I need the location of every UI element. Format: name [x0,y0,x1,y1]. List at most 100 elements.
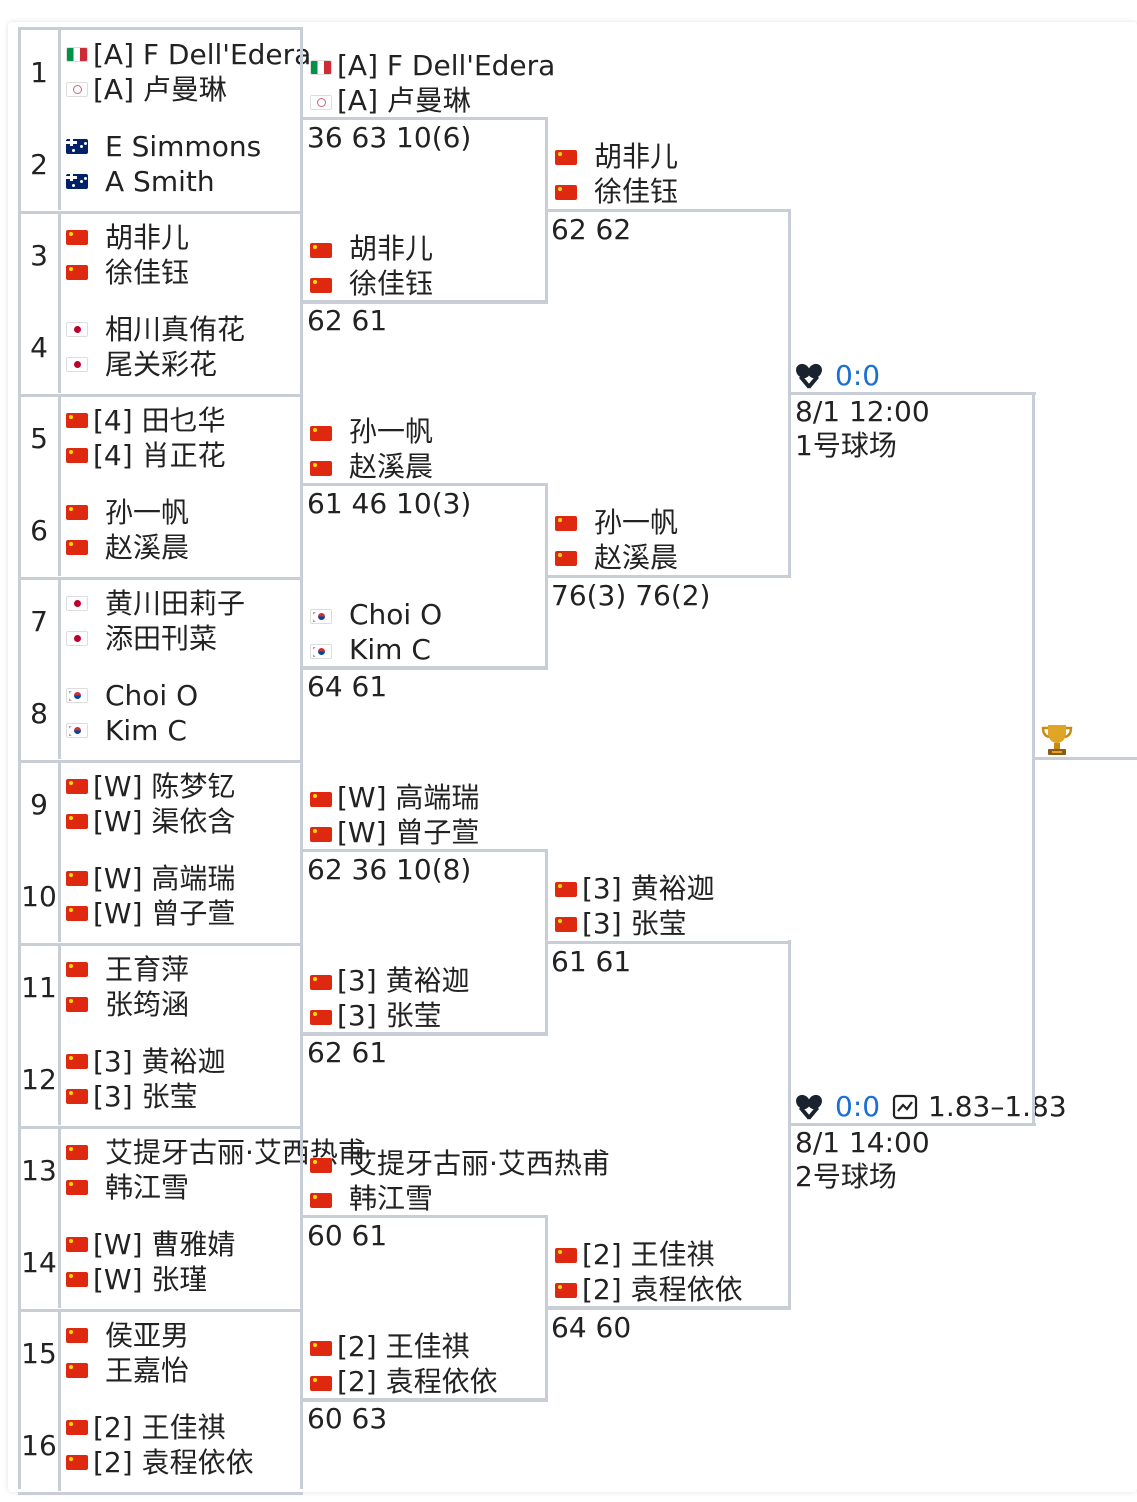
player-name[interactable]: 韩江雪 [105,1171,190,1204]
player-name[interactable]: Choi O [105,678,199,712]
player-name[interactable]: [3] 张莹 [337,999,442,1032]
player-name[interactable]: 徐佳钰 [105,256,190,289]
bracket-line [58,1311,61,1491]
player-name[interactable]: 侯亚男 [105,1319,190,1352]
player-name[interactable]: 胡非儿 [105,221,190,254]
bracket-line [18,942,303,946]
cn-flag-icon [310,827,332,842]
player-name[interactable]: 徐佳钰 [349,267,434,300]
bracket-line [58,213,61,393]
player-name[interactable]: 胡非儿 [594,140,679,173]
player-name[interactable]: [2] 袁程依依 [582,1273,743,1306]
au-flag-icon [66,138,88,154]
player-name[interactable]: 尾关彩花 [105,347,218,381]
player-name[interactable]: [A] 卢曼琳 [337,84,471,117]
player-name[interactable]: [2] 王佳祺 [93,1410,226,1444]
player-name[interactable]: [W] 曾子萱 [337,816,480,849]
player-name[interactable]: [A] F Dell'Edera [93,38,312,71]
player-name[interactable]: [W] 曾子萱 [93,896,236,930]
player-name[interactable]: 王嘉怡 [105,1354,190,1387]
seed-number: 9 [30,788,48,821]
player-name[interactable]: 赵溪晨 [349,450,434,483]
bracket-line [791,392,1036,395]
player-name[interactable]: [3] 黄裕迦 [93,1044,226,1078]
player-name[interactable]: Choi O [349,598,443,631]
bracket-line [18,1491,303,1495]
player-name[interactable]: 艾提牙古丽·艾西热甫 [349,1147,610,1180]
jp-flag-icon [66,321,88,337]
head-to-head-record[interactable]: 0:0 [835,359,881,392]
player-name[interactable]: [W] 高端瑞 [93,861,236,895]
cn-flag-icon [66,1053,88,1069]
player-name[interactable]: [W] 高端瑞 [337,781,480,814]
bracket-line [58,30,61,210]
player-name[interactable]: [A] F Dell'Edera [337,49,556,82]
player-name[interactable]: [4] 肖正花 [93,439,226,472]
bracket-line [300,27,303,1489]
player-name[interactable]: [3] 张莹 [93,1079,198,1113]
cn-flag-icon [66,962,88,977]
bracket-line [303,117,548,120]
head-to-head-record[interactable]: 0:0 [835,1090,881,1123]
bracket-line [58,579,61,759]
player-name[interactable]: [W] 渠依含 [93,805,236,838]
player-name[interactable]: 胡非儿 [349,232,434,265]
player-name[interactable]: [A] 卢曼琳 [93,73,227,106]
player-name[interactable]: [4] 田乜华 [93,404,226,437]
player-name[interactable]: 相川真侑花 [105,312,246,346]
cn-flag-icon [66,1180,88,1195]
seed-number: 10 [21,879,57,913]
player-name[interactable]: 黄川田莉子 [105,587,246,620]
match-score: 76(3) 76(2) [551,579,711,612]
match-score: 60 61 [307,1219,388,1252]
player-name[interactable]: A Smith [105,164,215,198]
court-name: 1号球场 [795,429,897,462]
cn-flag-icon [66,1363,88,1378]
trend-chart-icon[interactable] [892,1094,918,1120]
player-name[interactable]: [2] 袁程依依 [93,1445,254,1479]
player-name[interactable]: 赵溪晨 [105,530,190,564]
player-name[interactable]: 孙一帆 [105,495,190,529]
cn-flag-icon [66,1271,88,1287]
player-name[interactable]: E Simmons [105,129,262,163]
cn-flag-icon [310,1376,332,1391]
cn-flag-icon [310,1341,332,1356]
kr-flag-icon [310,609,332,624]
player-name[interactable]: 孙一帆 [349,415,434,448]
cn-flag-icon [310,243,332,258]
player-name[interactable]: [3] 黄裕迦 [337,964,470,997]
match-score: 62 61 [307,1036,388,1069]
player-name[interactable]: [W] 曹雅婧 [93,1227,236,1261]
player-name[interactable]: Kim C [349,633,431,666]
player-name[interactable]: 韩江雪 [349,1182,434,1215]
betting-odds[interactable]: 1.83–1.83 [928,1090,1067,1123]
player-name[interactable]: 孙一帆 [594,506,679,539]
bracket-line [58,945,61,1125]
crossed-rackets-icon[interactable] [794,1093,824,1121]
player-name[interactable]: [W] 张瑾 [93,1262,208,1296]
bracket-line [548,209,791,212]
cn-flag-icon [555,551,577,566]
crossed-rackets-icon[interactable] [794,362,824,390]
cn-flag-icon [66,1454,88,1470]
cn-flag-icon [66,1328,88,1343]
cn-flag-icon [555,1283,577,1298]
player-name[interactable]: 赵溪晨 [594,541,679,574]
player-name[interactable]: [2] 王佳祺 [337,1330,470,1363]
player-name[interactable]: 添田刊菜 [105,622,218,655]
cn-flag-icon [555,516,577,531]
player-name[interactable]: [3] 黄裕迦 [582,872,715,905]
cn-flag-icon [555,1248,577,1263]
player-name[interactable]: [2] 王佳祺 [582,1238,715,1271]
cn-flag-icon [66,1088,88,1104]
cn-flag-icon [66,1419,88,1435]
player-name[interactable]: [3] 张莹 [582,907,687,940]
bracket-line [18,759,303,763]
player-name[interactable]: Kim C [105,713,187,747]
player-name[interactable]: 王育萍 [105,953,190,986]
seed-number: 3 [30,239,48,272]
player-name[interactable]: [2] 袁程依依 [337,1365,498,1398]
player-name[interactable]: 张筠涵 [105,988,190,1021]
player-name[interactable]: [W] 陈梦钇 [93,770,236,803]
player-name[interactable]: 徐佳钰 [594,175,679,208]
